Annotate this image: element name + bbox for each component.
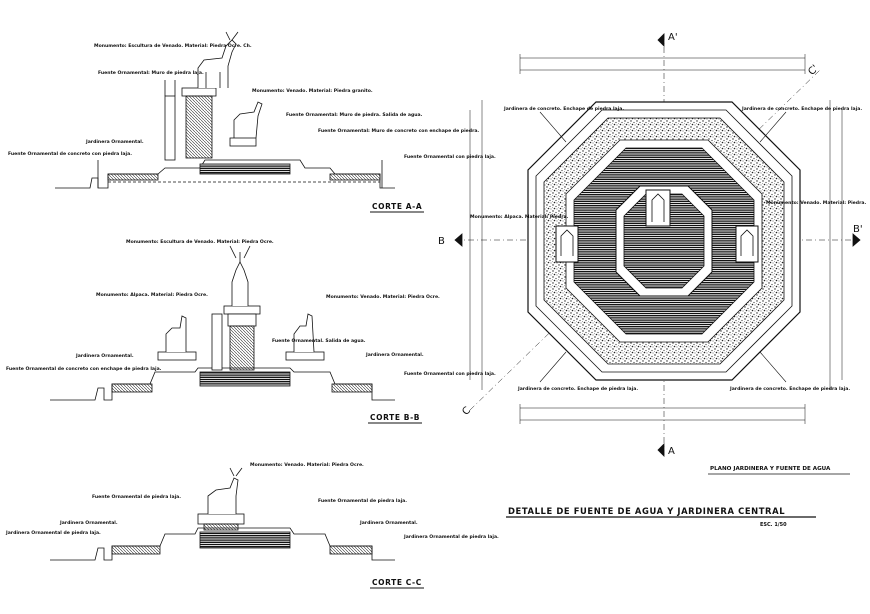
aa-title: CORTE A-A: [372, 202, 422, 211]
section-bb: [50, 245, 395, 401]
ground-line-bb: [50, 367, 395, 401]
cc-label-6: Jardinera Ornamental.: [359, 520, 418, 526]
plan-label-6: Jardinera de concreto. Enchape de piedra…: [729, 386, 850, 392]
statue-deer-cc: [207, 467, 243, 514]
bb-label-6: Fuente Ornamental de concreto con enchap…: [6, 366, 162, 372]
plan-dimension-lines: [469, 54, 843, 424]
cc-title: CORTE C-C: [372, 578, 422, 587]
aa-label-5: Fuente Ornamental: Muro de concreto con …: [318, 128, 479, 134]
column-aa: [164, 80, 217, 161]
marker-c-top: C': [806, 63, 821, 78]
cc-label-2: Fuente Ornamental de piedra laja.: [92, 494, 181, 500]
scale-note: ESC. 1/50: [760, 522, 787, 528]
marker-b-right-arrow: [852, 233, 861, 247]
marker-c-bottom: C: [460, 405, 473, 418]
aa-label-6: Jardinera Ornamental.: [85, 139, 144, 145]
bb-label-2: Monumento: Alpaca. Material: Piedra Ocre…: [96, 292, 208, 298]
aa-label-7: Fuente Ornamental de concreto con piedra…: [8, 151, 132, 157]
bb-label-8: Fuente Ornamental con piedra laja.: [404, 371, 496, 377]
marker-b-right: B': [853, 224, 863, 235]
marker-b-left: B: [438, 236, 445, 247]
statue-deer-bb: [229, 245, 251, 306]
bb-label-3: Monumento: Venado. Material: Piedra Ocre…: [326, 294, 440, 300]
marker-a-bottom-arrow: [657, 443, 665, 457]
aa-label-3: Monumento: Venado. Material: Piedra gran…: [252, 88, 373, 94]
plan-label-1: Jardinera de concreto. Enchape de piedra…: [503, 106, 624, 112]
marker-a-top: A': [668, 32, 678, 43]
plan-statue-left: [555, 225, 579, 263]
marker-a-bottom: A: [668, 446, 675, 457]
bb-title: CORTE B-B: [370, 413, 420, 422]
marker-b-left-arrow: [454, 233, 463, 247]
cc-label-4: Jardinera Ornamental.: [59, 520, 118, 526]
aa-label-1: Monumento: Escultura de Venado. Material…: [94, 43, 252, 49]
plan-statue-center: [645, 189, 671, 227]
cc-label-7: Jardinera Ornamental de piedra laja.: [403, 534, 499, 540]
ground-line-aa: [55, 159, 395, 189]
pedestal-cc: [197, 513, 245, 531]
plan-label-3: Monumento: Alpaca. Material: Piedra.: [470, 214, 569, 220]
column-bb: [211, 305, 261, 371]
statue-alpaca-bb: [157, 315, 197, 361]
cc-label-3: Fuente Ornamental de piedra laja.: [318, 498, 407, 504]
statue-small-aa: [229, 101, 263, 147]
statue-deer-aa: [197, 31, 239, 88]
plan-label-2: Jardinera de concreto. Enchape de piedra…: [741, 106, 862, 112]
main-title: DETALLE DE FUENTE DE AGUA Y JARDINERA CE…: [508, 506, 785, 516]
plan-label-5: Jardinera de concreto. Enchape de piedra…: [517, 386, 638, 392]
plan-center-basin: [623, 193, 705, 289]
plan-statue-right: [735, 225, 759, 263]
plan-label-4: Monumento: Venado. Material: Piedra.: [766, 200, 866, 206]
marker-a-top-arrow: [657, 33, 665, 47]
cc-label-1: Monumento: Venado. Material: Piedra Ocre…: [250, 462, 364, 468]
aa-label-4: Fuente Ornamental: Muro de piedra. Salid…: [286, 112, 423, 118]
bb-label-5: Jardinera Ornamental.: [75, 353, 134, 359]
bb-label-4: Fuente Ornamental. Salida de agua.: [272, 338, 366, 344]
cc-label-5: Jardinera Ornamental de piedra laja.: [5, 530, 101, 536]
plan-caption: PLANO JARDINERA Y FUENTE DE AGUA: [710, 466, 831, 472]
ground-line-cc: [50, 527, 395, 561]
section-aa: [55, 31, 395, 189]
bb-label-7: Jardinera Ornamental.: [365, 352, 424, 358]
bb-label-1: Monumento: Escultura de Venado. Material…: [126, 239, 274, 245]
aa-label-8: Fuente Ornamental con piedra laja.: [404, 154, 496, 160]
section-cc: [50, 467, 395, 561]
plan-view: [454, 33, 861, 457]
aa-label-2: Fuente Ornamental: Muro de piedra laja.: [98, 70, 204, 76]
statue-deer2-bb: [285, 313, 325, 361]
